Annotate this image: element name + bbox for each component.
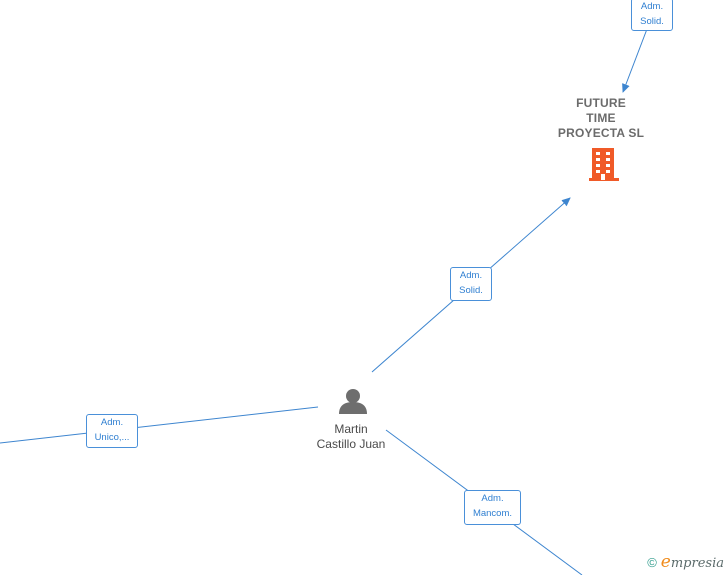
edge-person-left: [0, 406, 319, 444]
edge-label-top-solid[interactable]: Adm. Solid.: [631, 0, 673, 31]
edge-top-to-company: [622, 28, 648, 93]
edge-label-person-company[interactable]: Adm. Solid.: [450, 267, 492, 301]
company-node-label[interactable]: FUTURE TIME PROYECTA SL: [557, 96, 645, 140]
person-icon[interactable]: [339, 389, 367, 414]
person-node-label[interactable]: Martin Castillo Juan: [316, 422, 386, 451]
brand-logo[interactable]: empresia: [660, 552, 724, 572]
footer-brand: © empresia: [647, 552, 724, 572]
copyright-icon: ©: [647, 554, 657, 570]
edge-label-person-left[interactable]: Adm. Unico,...: [86, 414, 138, 448]
building-icon[interactable]: [589, 148, 619, 181]
edge-label-person-bottom[interactable]: Adm. Mancom.: [464, 490, 521, 525]
